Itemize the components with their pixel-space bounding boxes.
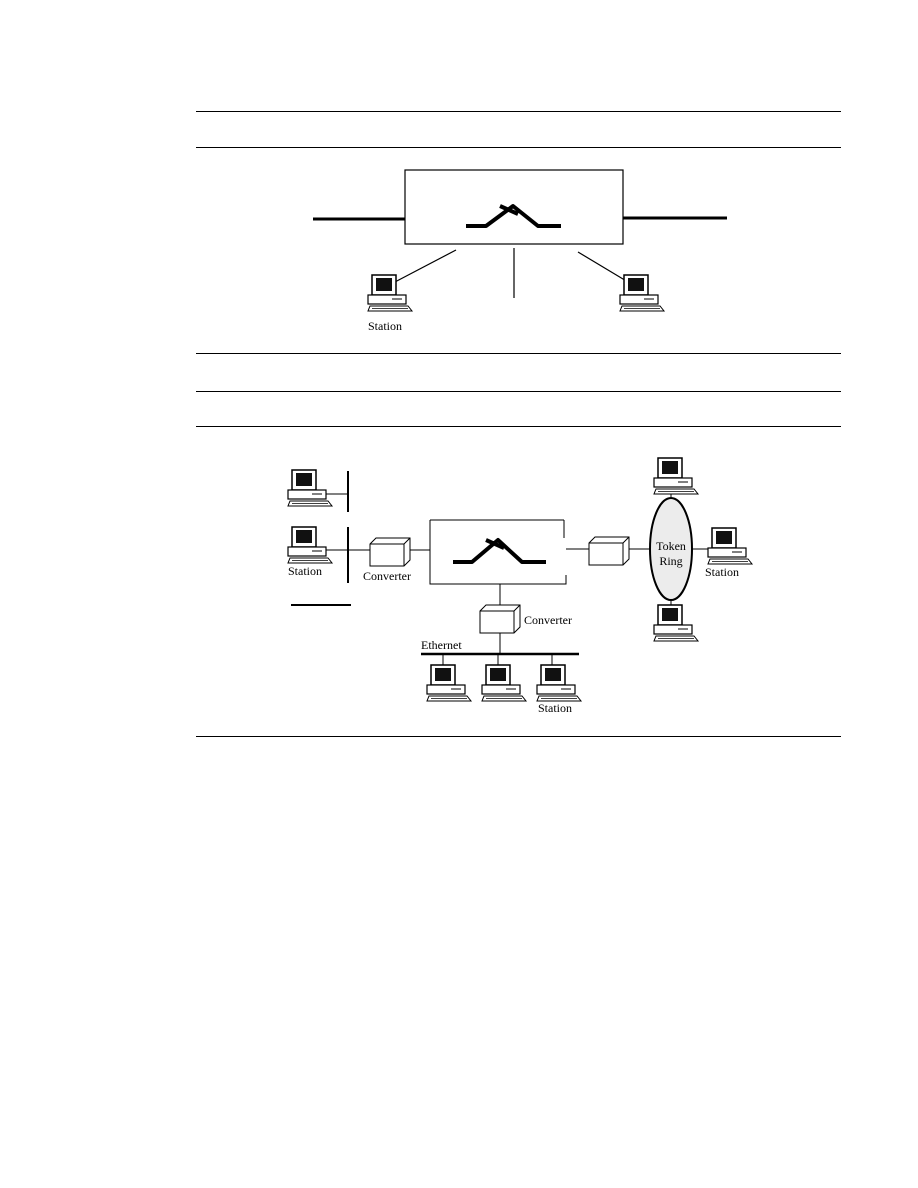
station-label-bottom: Station xyxy=(538,701,572,715)
station-computer-ethernet-2 xyxy=(481,664,527,702)
diagram-1: Station xyxy=(313,169,727,333)
station-computer-ethernet-1 xyxy=(426,664,472,702)
station-computer-left xyxy=(367,274,413,312)
converter-left xyxy=(369,537,411,567)
converter-bottom xyxy=(479,604,521,634)
station-label-left: Station xyxy=(288,564,322,578)
rule-5 xyxy=(196,426,841,427)
station-label: Station xyxy=(368,319,402,333)
link-line-right xyxy=(577,251,629,283)
converter-right xyxy=(588,536,630,566)
station-computer-left-top xyxy=(287,469,333,507)
crossover-symbol xyxy=(466,204,561,228)
diagram-2: Station Converter Token Ring Station Con… xyxy=(287,457,753,715)
bridge-box-2 xyxy=(429,519,567,585)
station-label-right: Station xyxy=(705,565,739,579)
rule-4 xyxy=(196,391,841,392)
station-computer-ethernet-3 xyxy=(536,664,582,702)
rule-1 xyxy=(196,111,841,112)
token-ring-label-line1: Token xyxy=(656,539,686,553)
rule-3 xyxy=(196,353,841,354)
rule-2 xyxy=(196,147,841,148)
ethernet-label: Ethernet xyxy=(421,638,462,652)
rule-6 xyxy=(196,736,841,737)
station-computer-ring-top xyxy=(653,457,699,495)
token-ring-label-line2: Ring xyxy=(659,554,682,568)
converter-label-left: Converter xyxy=(363,569,411,583)
station-computer-left-mid xyxy=(287,526,333,564)
crossover-symbol-2 xyxy=(453,538,546,564)
link-line-left xyxy=(392,249,457,284)
station-computer-ring-right xyxy=(707,527,753,565)
station-computer-right xyxy=(619,274,665,312)
station-computer-ring-bottom xyxy=(653,604,699,642)
converter-label-bottom: Converter xyxy=(524,613,572,627)
